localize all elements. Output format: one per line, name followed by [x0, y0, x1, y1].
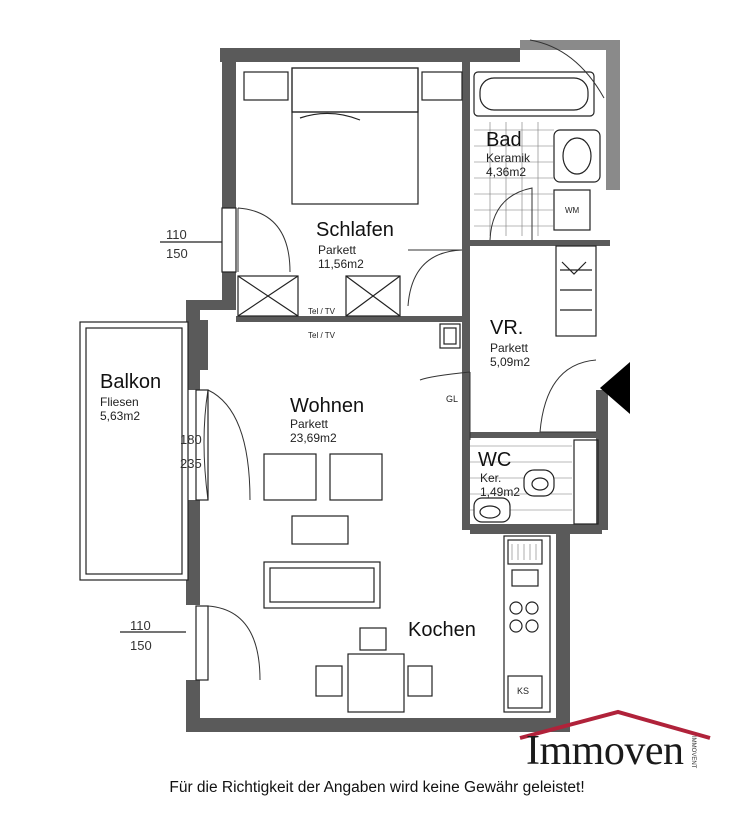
brand-logo: Immoven IMMOVENT — [522, 710, 712, 780]
room-floor-wohnen: Parkett — [290, 417, 329, 431]
room-name-vr: VR. — [490, 317, 523, 339]
bedroom-door — [407, 249, 463, 307]
kitchen-counter — [503, 535, 551, 713]
bathroom-door — [489, 187, 533, 241]
room-name-wohnen: Wohnen — [290, 395, 364, 417]
dim-window-living-bottom: 150 — [130, 638, 152, 653]
entrance-arrow — [600, 362, 630, 414]
hallway-door — [419, 371, 471, 440]
wc-fixtures — [470, 439, 599, 525]
tel-tv-label-1: Tel / TV — [308, 307, 336, 316]
room-floor-schlafen: Parkett — [318, 243, 357, 257]
dim-window-living-top: 110 — [130, 618, 151, 633]
dimension-lines — [120, 241, 222, 633]
room-area-wc: 1,49m2 — [480, 485, 520, 499]
disclaimer-text: Für die Richtigkeit der Angaben wird kei… — [169, 779, 585, 796]
room-name-schlafen: Schlafen — [316, 219, 394, 241]
room-area-bad: 4,36m2 — [486, 165, 526, 179]
outer-walls — [186, 40, 620, 732]
brand-sub: IMMOVENT — [690, 736, 696, 769]
entrance-door — [539, 359, 597, 433]
brand-name: Immoven — [526, 728, 684, 774]
living-furniture — [263, 323, 461, 713]
living-windows — [195, 389, 261, 681]
tel-tv-label-2: Tel / TV — [308, 331, 336, 340]
room-floor-wc: Ker. — [480, 471, 501, 485]
room-area-vr: 5,09m2 — [490, 355, 530, 369]
wardrobe — [237, 275, 401, 317]
balcony-area — [79, 321, 189, 581]
room-name-bad: Bad — [486, 129, 522, 151]
dim-balcony-door-top: 180 — [180, 432, 202, 447]
logo-roof — [519, 709, 711, 740]
gl-label: GL — [446, 394, 458, 404]
bed — [243, 67, 463, 205]
room-name-wc: WC — [478, 449, 511, 471]
dim-window-bedroom-top: 110 — [166, 227, 187, 242]
room-area-balkon: 5,63m2 — [100, 409, 140, 423]
room-name-kochen: Kochen — [408, 619, 476, 641]
bathroom-fixtures — [473, 39, 605, 236]
room-floor-bad: Keramik — [486, 151, 531, 165]
room-floor-balkon: Fliesen — [100, 395, 139, 409]
dim-balcony-door-bottom: 235 — [180, 456, 202, 471]
room-area-schlafen: 11,56m2 — [318, 257, 364, 271]
room-floor-vr: Parkett — [490, 341, 529, 355]
washer-label: WM — [565, 206, 580, 215]
room-name-balkon: Balkon — [100, 371, 161, 393]
room-area-wohnen: 23,69m2 — [290, 431, 337, 445]
dim-window-bedroom-bottom: 150 — [166, 246, 188, 261]
hallway-wardrobe — [555, 245, 597, 337]
fridge-label: KS — [517, 686, 529, 696]
bedroom-window — [221, 207, 291, 273]
